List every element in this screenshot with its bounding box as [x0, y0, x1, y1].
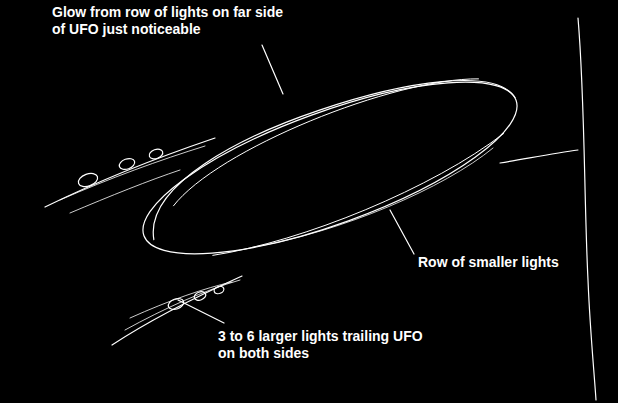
leader-line: [178, 300, 224, 323]
note-label: Row of smaller lights: [418, 254, 578, 271]
note-label: Glow from row of lights on far side of U…: [52, 4, 292, 38]
ufo-body: [124, 46, 536, 290]
leader-line: [262, 45, 283, 94]
edge-line: [578, 18, 596, 400]
note-label: 3 to 6 larger lights trailing UFO on bot…: [218, 328, 443, 362]
edge-line: [500, 150, 578, 163]
upper-trail: [45, 138, 215, 213]
leader-line: [390, 210, 414, 254]
